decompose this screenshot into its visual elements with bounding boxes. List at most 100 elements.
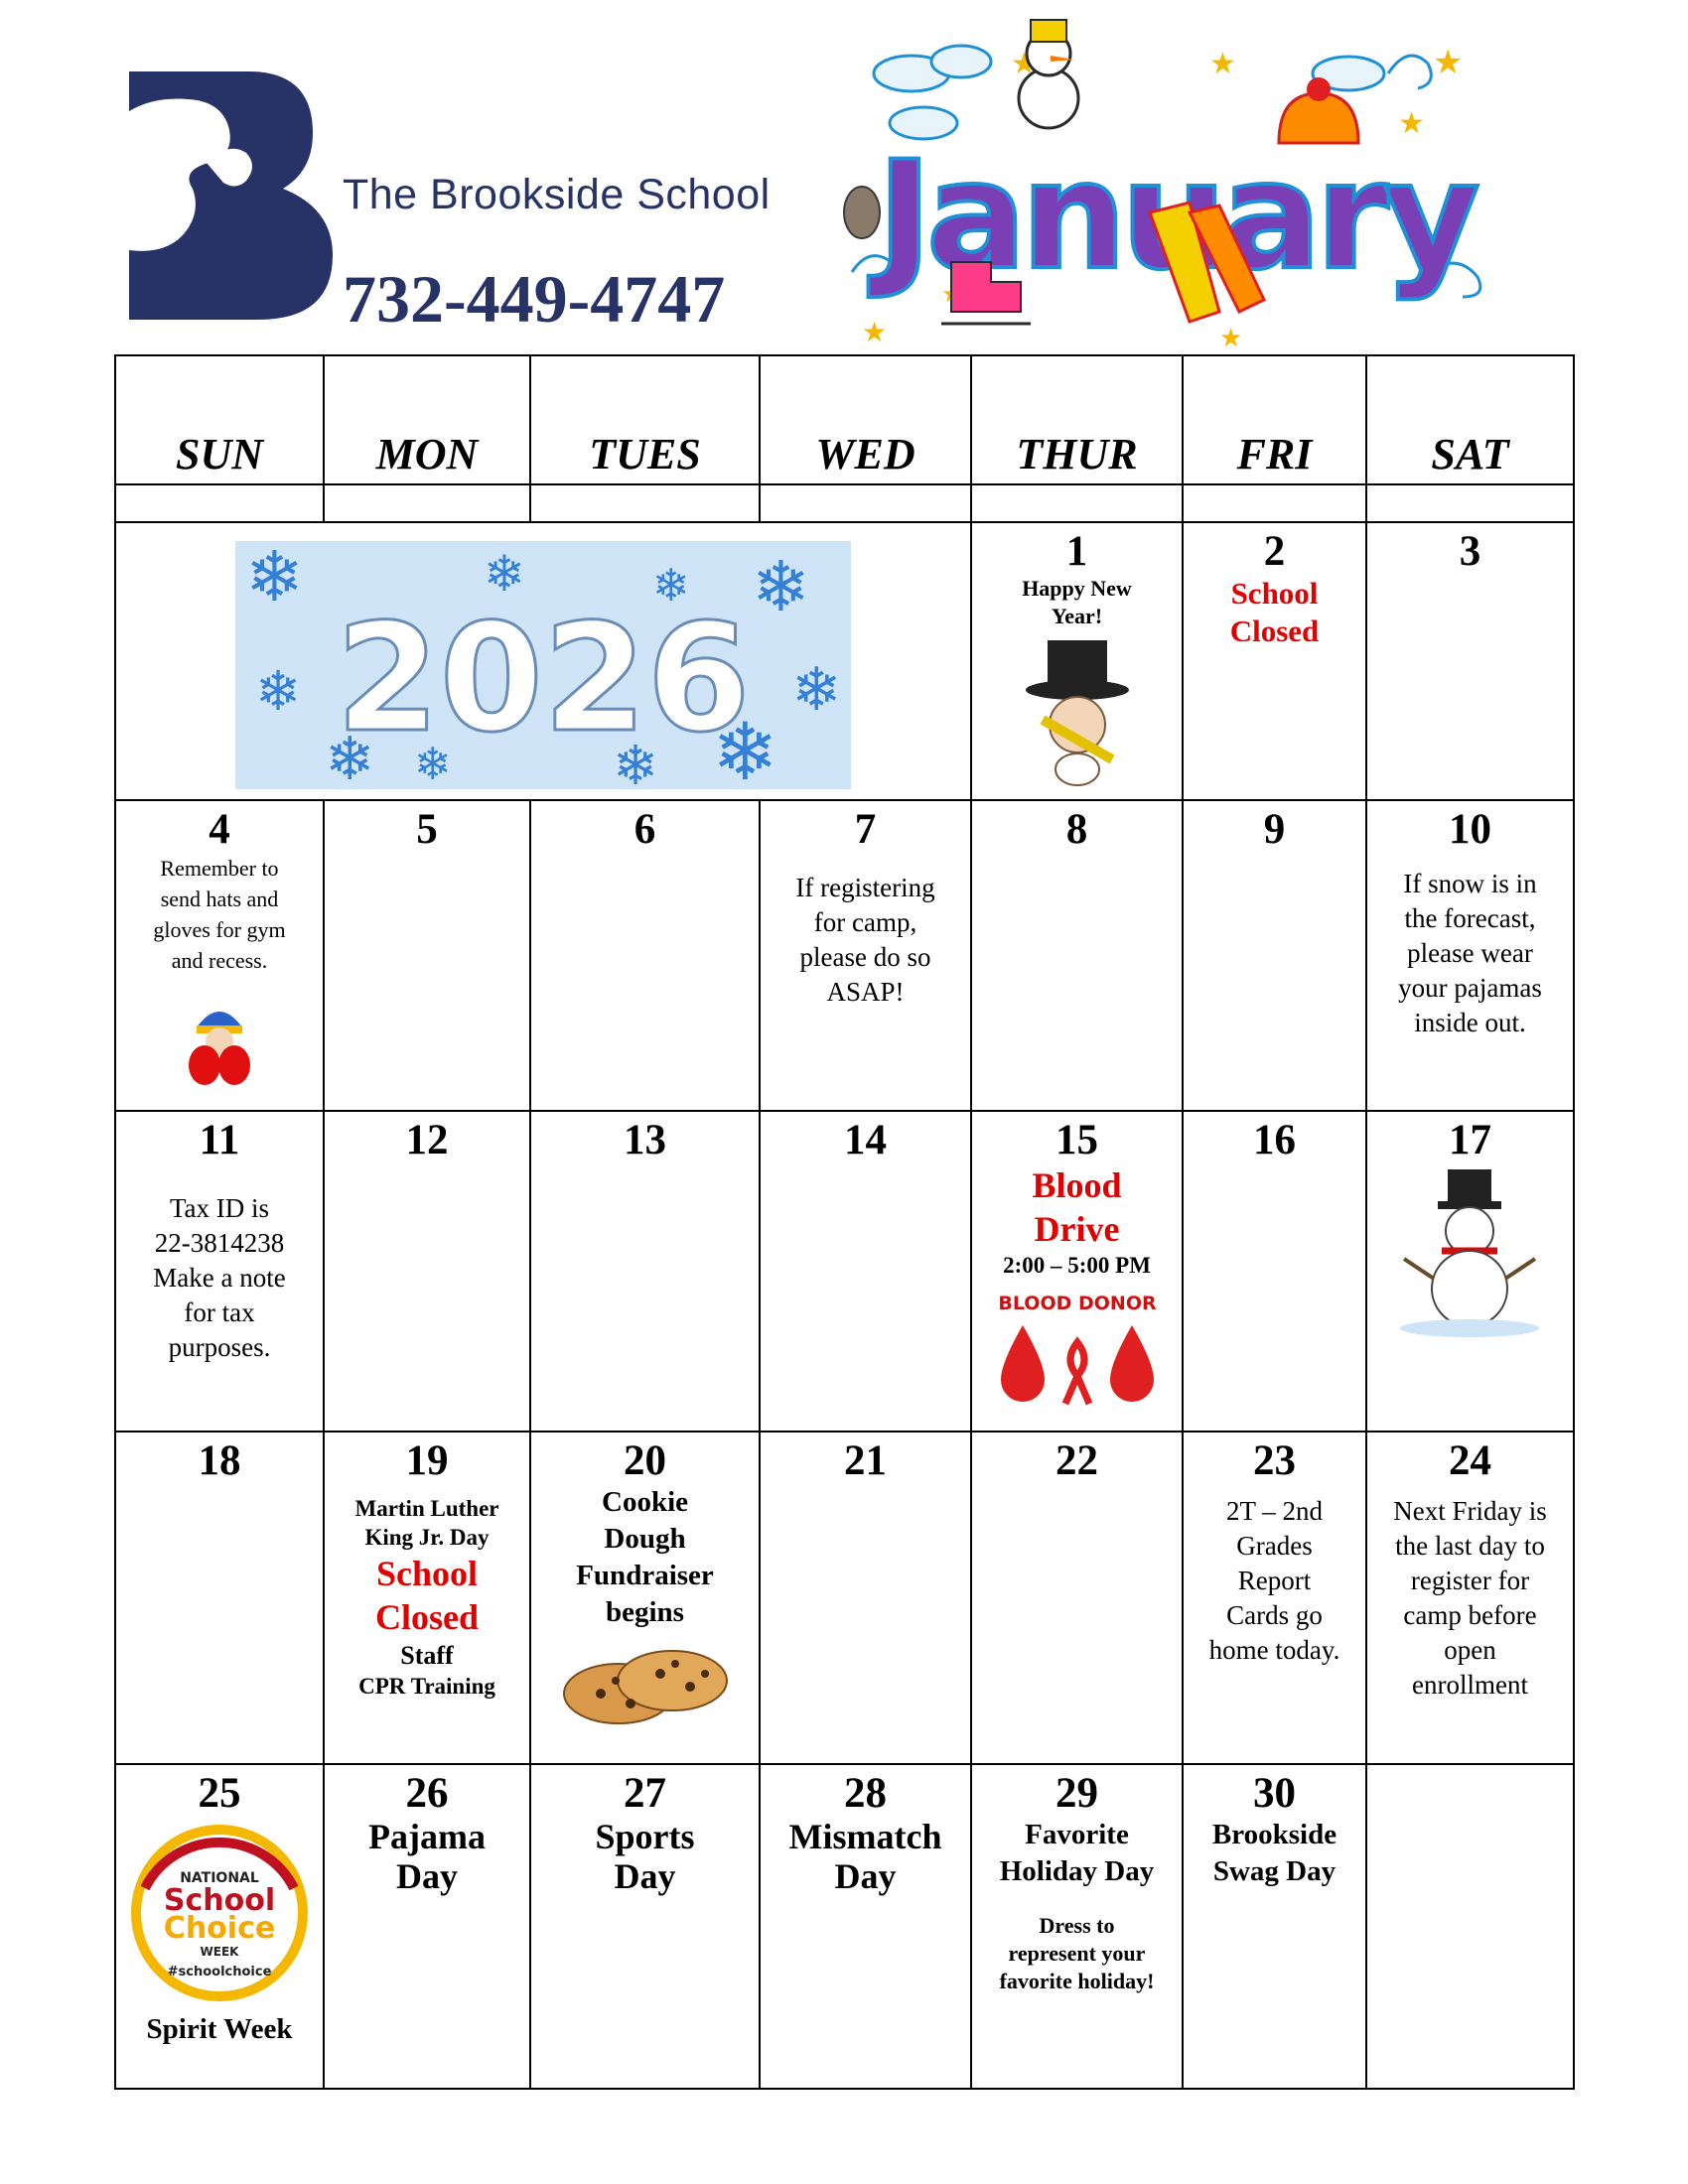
event-text: Fundraiser [576,1560,714,1591]
svg-text:★: ★ [862,316,887,348]
day-cell-28: 28 Mismatch Day [759,1763,972,2090]
week-row-4: 18 19 Martin Luther King Jr. Day School … [114,1431,1575,1765]
day-number: 18 [198,1437,241,1484]
event-text: your pajamas [1398,973,1542,1003]
badge-week: WEEK [201,1945,240,1959]
cookies-icon [562,1650,728,1724]
day-number: 1 [1065,528,1088,575]
event-text: enrollment [1412,1670,1528,1700]
day-cell-23: 23 2T – 2nd Grades Report Cards go home … [1182,1431,1367,1765]
weekday-header-row: SUN MON TUES WED THUR FRI SAT [114,354,1575,485]
event-text: Tax ID is [169,1193,270,1223]
badge-choice: Choice [164,1911,275,1946]
event-text: If registering [795,873,935,902]
spacer-cell [529,483,761,523]
new-year-baby-icon [1025,640,1129,786]
day-number: 3 [1459,528,1481,575]
day-number: 9 [1263,806,1286,853]
day-number: 2 [1263,528,1286,575]
day-cell-13: 13 [529,1110,761,1433]
event-text: open [1444,1635,1496,1665]
event-text: 2T – 2nd [1225,1496,1323,1526]
day-number: 24 [1449,1437,1491,1484]
day-cell-21: 21 [759,1431,972,1765]
event-text: Favorite [1025,1819,1129,1850]
day-number: 23 [1253,1437,1296,1484]
day-cell-5: 5 [323,799,531,1112]
event-text: the last day to [1395,1531,1545,1561]
event-text: Next Friday is [1393,1496,1547,1526]
event-text: please wear [1407,938,1533,968]
day-cell-11: 11 Tax ID is 22-3814238 Make a note for … [114,1110,325,1433]
event-text: inside out. [1414,1008,1526,1037]
event-text: favorite holiday! [999,1969,1155,1993]
day-cell-29: 29 Favorite Holiday Day Dress to represe… [970,1763,1184,2090]
weekday-wed: WED [759,354,972,485]
event-text: Pajama [368,1817,486,1856]
school-closed-text: School [375,1554,479,1593]
day-number: 14 [844,1117,887,1163]
day-number: 21 [844,1437,887,1484]
weekday-fri: FRI [1182,354,1367,485]
day-cell-27: 27 Sports Day [529,1763,761,2090]
svg-text:❄: ❄ [752,546,810,627]
day-number: 19 [405,1437,449,1484]
event-text: camp before [1403,1600,1537,1630]
week-row-5: 25 NATIONAL School Choice WEEK #schoolch… [114,1763,1575,2090]
event-text: Happy New [1022,576,1132,601]
event-text: Cookie [602,1486,688,1518]
day-cell-26: 26 Pajama Day [323,1763,531,2090]
day-number: 13 [624,1117,666,1163]
event-text: Remember to [160,856,279,881]
event-time: 2:00 – 5:00 PM [1003,1253,1151,1278]
event-text: Sports [595,1817,695,1856]
event-text: Day [834,1856,897,1896]
week-row-2: 4 Remember to send hats and gloves for g… [114,799,1575,1112]
day-number: 12 [405,1117,449,1163]
day-number: 15 [1055,1117,1098,1163]
event-text: register for [1410,1566,1530,1595]
event-text: for camp, [813,907,917,937]
school-phone: 732-449-4747 [343,261,726,337]
svg-text:❄: ❄ [652,559,690,612]
january-title-art: ★ ★ ★ ★ ★ ★ ★ January [843,19,1486,351]
day-cell-9: 9 [1182,799,1367,1112]
day-cell-8: 8 [970,799,1184,1112]
event-text: Martin Luther [354,1496,499,1521]
event-text: gloves for gym [153,917,286,942]
svg-text:❄: ❄ [245,541,304,617]
event-text: Holiday Day [999,1855,1155,1887]
event-text: Grades [1236,1531,1313,1561]
svg-text:★: ★ [1219,324,1242,351]
event-text: for tax [184,1297,255,1327]
calendar-grid: SUN MON TUES WED THUR FRI SAT ❄❄ ❄❄ ❄❄ ❄… [114,354,1575,2090]
event-text: Dough [604,1523,686,1555]
event-text: Day [614,1856,676,1896]
day-number: 25 [198,1770,241,1817]
day-number: 6 [633,806,656,853]
spacer-cell [114,483,325,523]
weekday-tues: TUES [529,354,761,485]
day-number: 4 [209,806,230,853]
svg-text:❄: ❄ [613,734,658,789]
spacer-cell [970,483,1184,523]
event-text: begins [606,1596,684,1628]
day-number: 11 [199,1117,240,1163]
snowman-icon [1399,1169,1539,1337]
event-text: ASAP! [826,977,905,1007]
svg-text:❄: ❄ [791,655,841,725]
svg-text:❄: ❄ [414,738,452,789]
event-text: Make a note [153,1263,286,1293]
week-row-3: 11 Tax ID is 22-3814238 Make a note for … [114,1110,1575,1433]
event-text: send hats and [160,887,279,911]
svg-text:★: ★ [1209,47,1236,81]
day-cell-4: 4 Remember to send hats and gloves for g… [114,799,325,1112]
day-cell-12: 12 [323,1110,531,1433]
day-cell-15: 15 Blood Drive 2:00 – 5:00 PM BLOOD DONO… [970,1110,1184,1433]
event-text: If snow is in [1403,869,1537,898]
day-number: 5 [416,806,438,853]
day-number: 30 [1253,1770,1296,1817]
event-text: Cards go [1226,1600,1323,1630]
day-cell-19: 19 Martin Luther King Jr. Day School Clo… [323,1431,531,1765]
day-number: 27 [624,1770,666,1817]
